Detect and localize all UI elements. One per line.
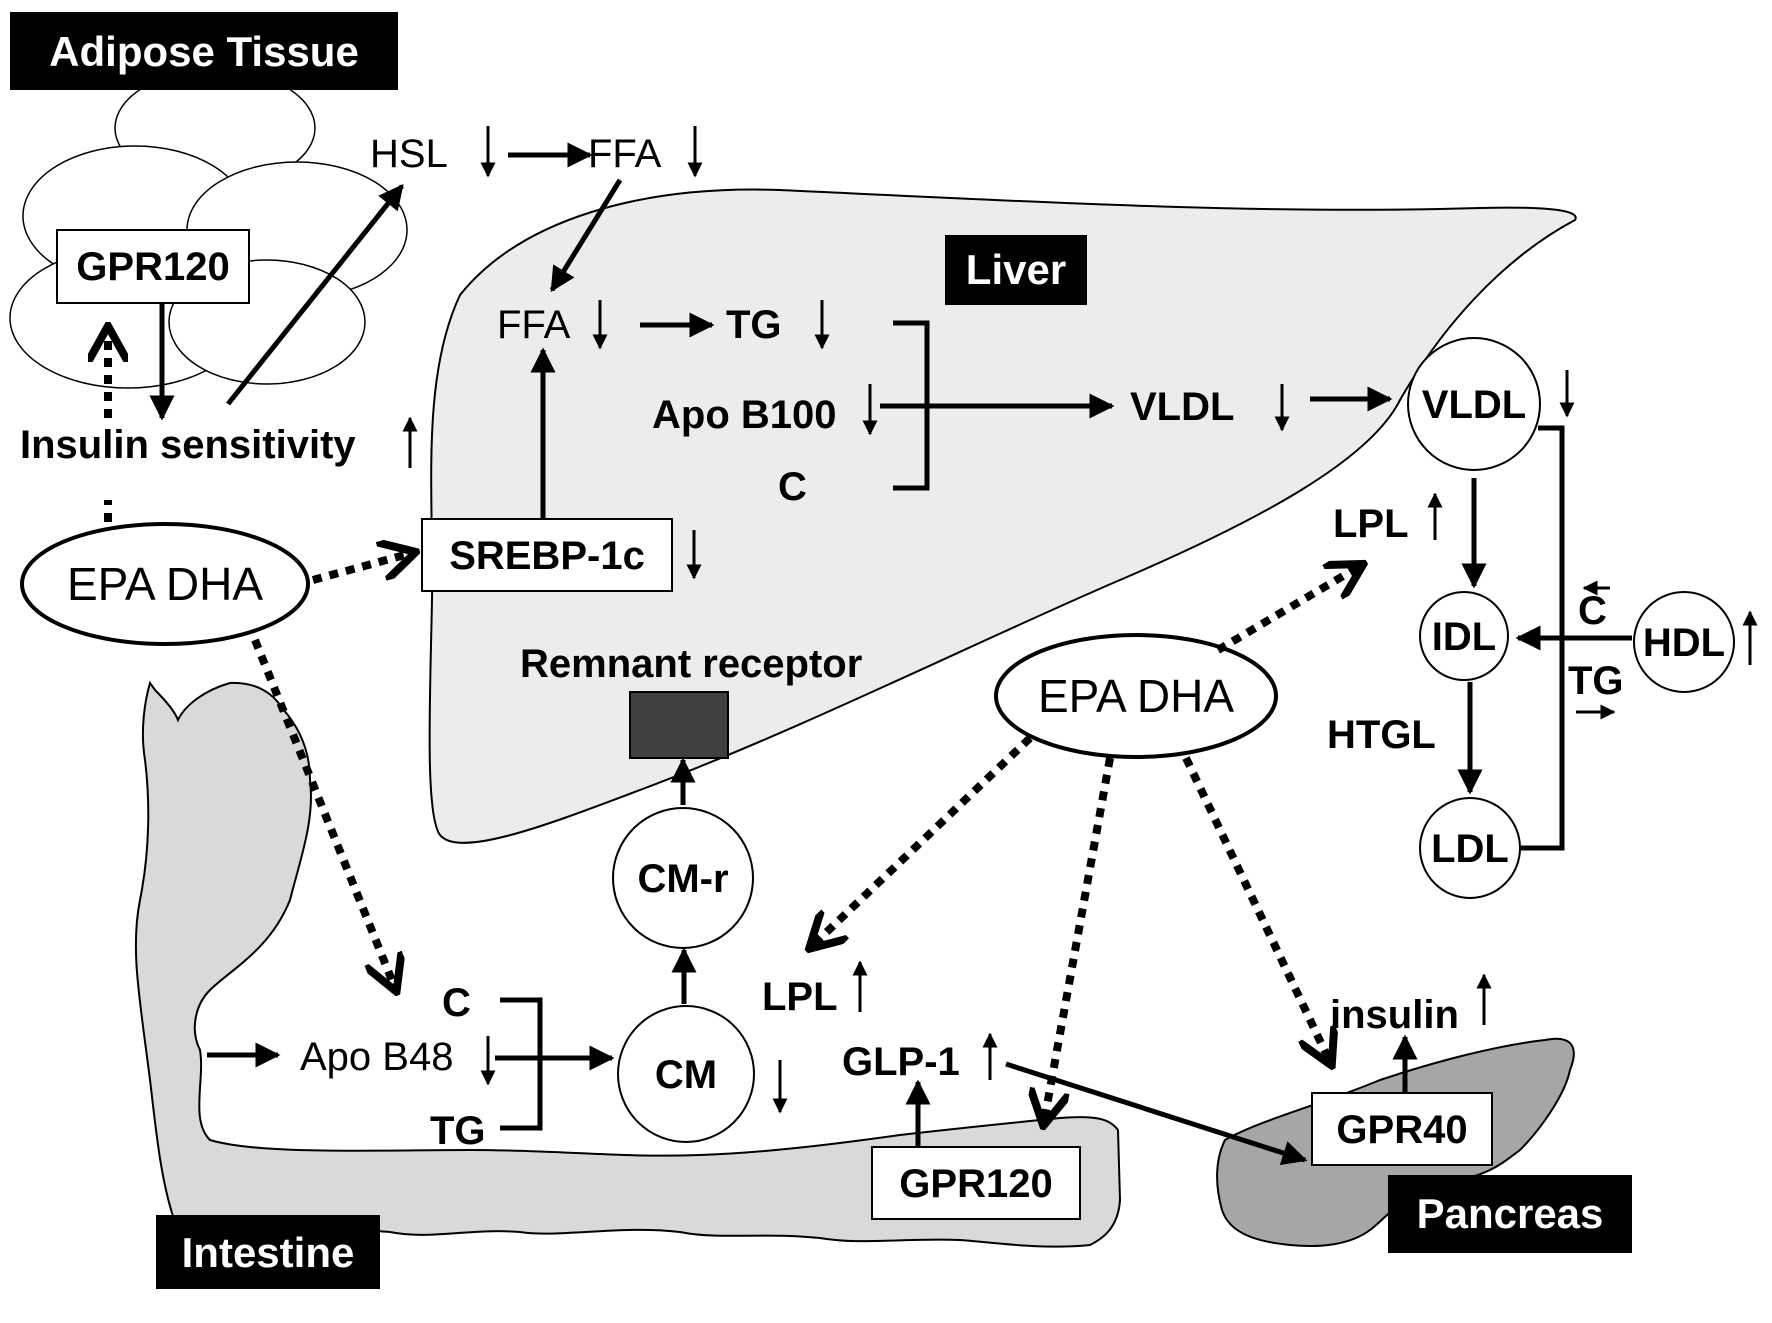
svg-text:EPA DHA: EPA DHA	[67, 558, 263, 610]
svg-text:IDL: IDL	[1432, 615, 1496, 659]
epa-dha-left: EPA DHA	[20, 522, 310, 646]
idl-circle: IDL	[1419, 591, 1509, 681]
tg-liver-label: TG	[726, 303, 782, 347]
svg-text:VLDL: VLDL	[1422, 383, 1526, 427]
svg-text:SREBP-1c: SREBP-1c	[449, 534, 645, 578]
cm-circle: CM	[617, 1005, 755, 1143]
ffa-liver-label: FFA	[497, 303, 571, 347]
exchange-arrows	[1576, 580, 1616, 720]
svg-text:Liver: Liver	[966, 246, 1066, 293]
remnant-receptor-box	[629, 691, 729, 759]
label-intestine: Intestine	[156, 1215, 380, 1289]
tg-exchange-label: TG	[1568, 659, 1624, 703]
svg-text:GPR40: GPR40	[1336, 1108, 1467, 1152]
svg-text:LDL: LDL	[1431, 827, 1509, 871]
ffa-top-label: FFA	[588, 132, 662, 176]
solid-connectors	[149, 142, 1632, 1166]
hdl-circle: HDL	[1633, 591, 1735, 693]
label-liver: Liver	[945, 235, 1087, 305]
epa-dha-center: EPA DHA	[994, 633, 1278, 759]
vldl-circle: VLDL	[1407, 337, 1541, 471]
c-liver-label: C	[778, 465, 807, 509]
svg-text:EPA DHA: EPA DHA	[1038, 670, 1234, 722]
insulin-label: insulin	[1330, 993, 1459, 1037]
svg-text:GPR120: GPR120	[76, 245, 229, 289]
lpl-bottom-label: LPL	[762, 975, 838, 1019]
label-adipose-tissue: Adipose Tissue	[10, 12, 398, 90]
indicator-arrows	[402, 126, 1758, 1114]
dotted-connectors	[108, 330, 1360, 1122]
glp1-label: GLP-1	[842, 1040, 960, 1084]
liver-shape	[428, 188, 1577, 844]
lpl-right-label: LPL	[1333, 502, 1409, 546]
apo-b100-label: Apo B100	[652, 393, 837, 437]
svg-text:Pancreas: Pancreas	[1417, 1190, 1604, 1237]
svg-text:GPR120: GPR120	[899, 1162, 1052, 1206]
c-exchange-label: C	[1578, 589, 1607, 633]
gpr120-intestine-box: GPR120	[871, 1146, 1081, 1220]
c-intestine-label: C	[442, 981, 471, 1025]
svg-text:CM-r: CM-r	[637, 857, 728, 901]
svg-text:Adipose Tissue: Adipose Tissue	[49, 28, 359, 75]
svg-text:CM: CM	[655, 1053, 717, 1097]
insulin-sensitivity-label: Insulin sensitivity	[20, 423, 356, 467]
hsl-label: HSL	[370, 132, 448, 176]
remnant-receptor-label: Remnant receptor	[520, 642, 862, 686]
svg-text:HDL: HDL	[1643, 621, 1725, 665]
tg-intestine-label: TG	[430, 1109, 486, 1153]
cm-r-circle: CM-r	[612, 807, 754, 949]
srebp-box: SREBP-1c	[421, 518, 673, 592]
htgl-label: HTGL	[1327, 713, 1436, 757]
ldl-circle: LDL	[1419, 797, 1521, 899]
gpr40-box: GPR40	[1311, 1092, 1493, 1166]
gpr120-adipose-box: GPR120	[56, 229, 250, 304]
apo-b48-label: Apo B48	[300, 1035, 453, 1079]
svg-text:Intestine: Intestine	[182, 1229, 355, 1276]
label-pancreas: Pancreas	[1388, 1175, 1632, 1253]
vldl-liver-label: VLDL	[1130, 385, 1234, 429]
